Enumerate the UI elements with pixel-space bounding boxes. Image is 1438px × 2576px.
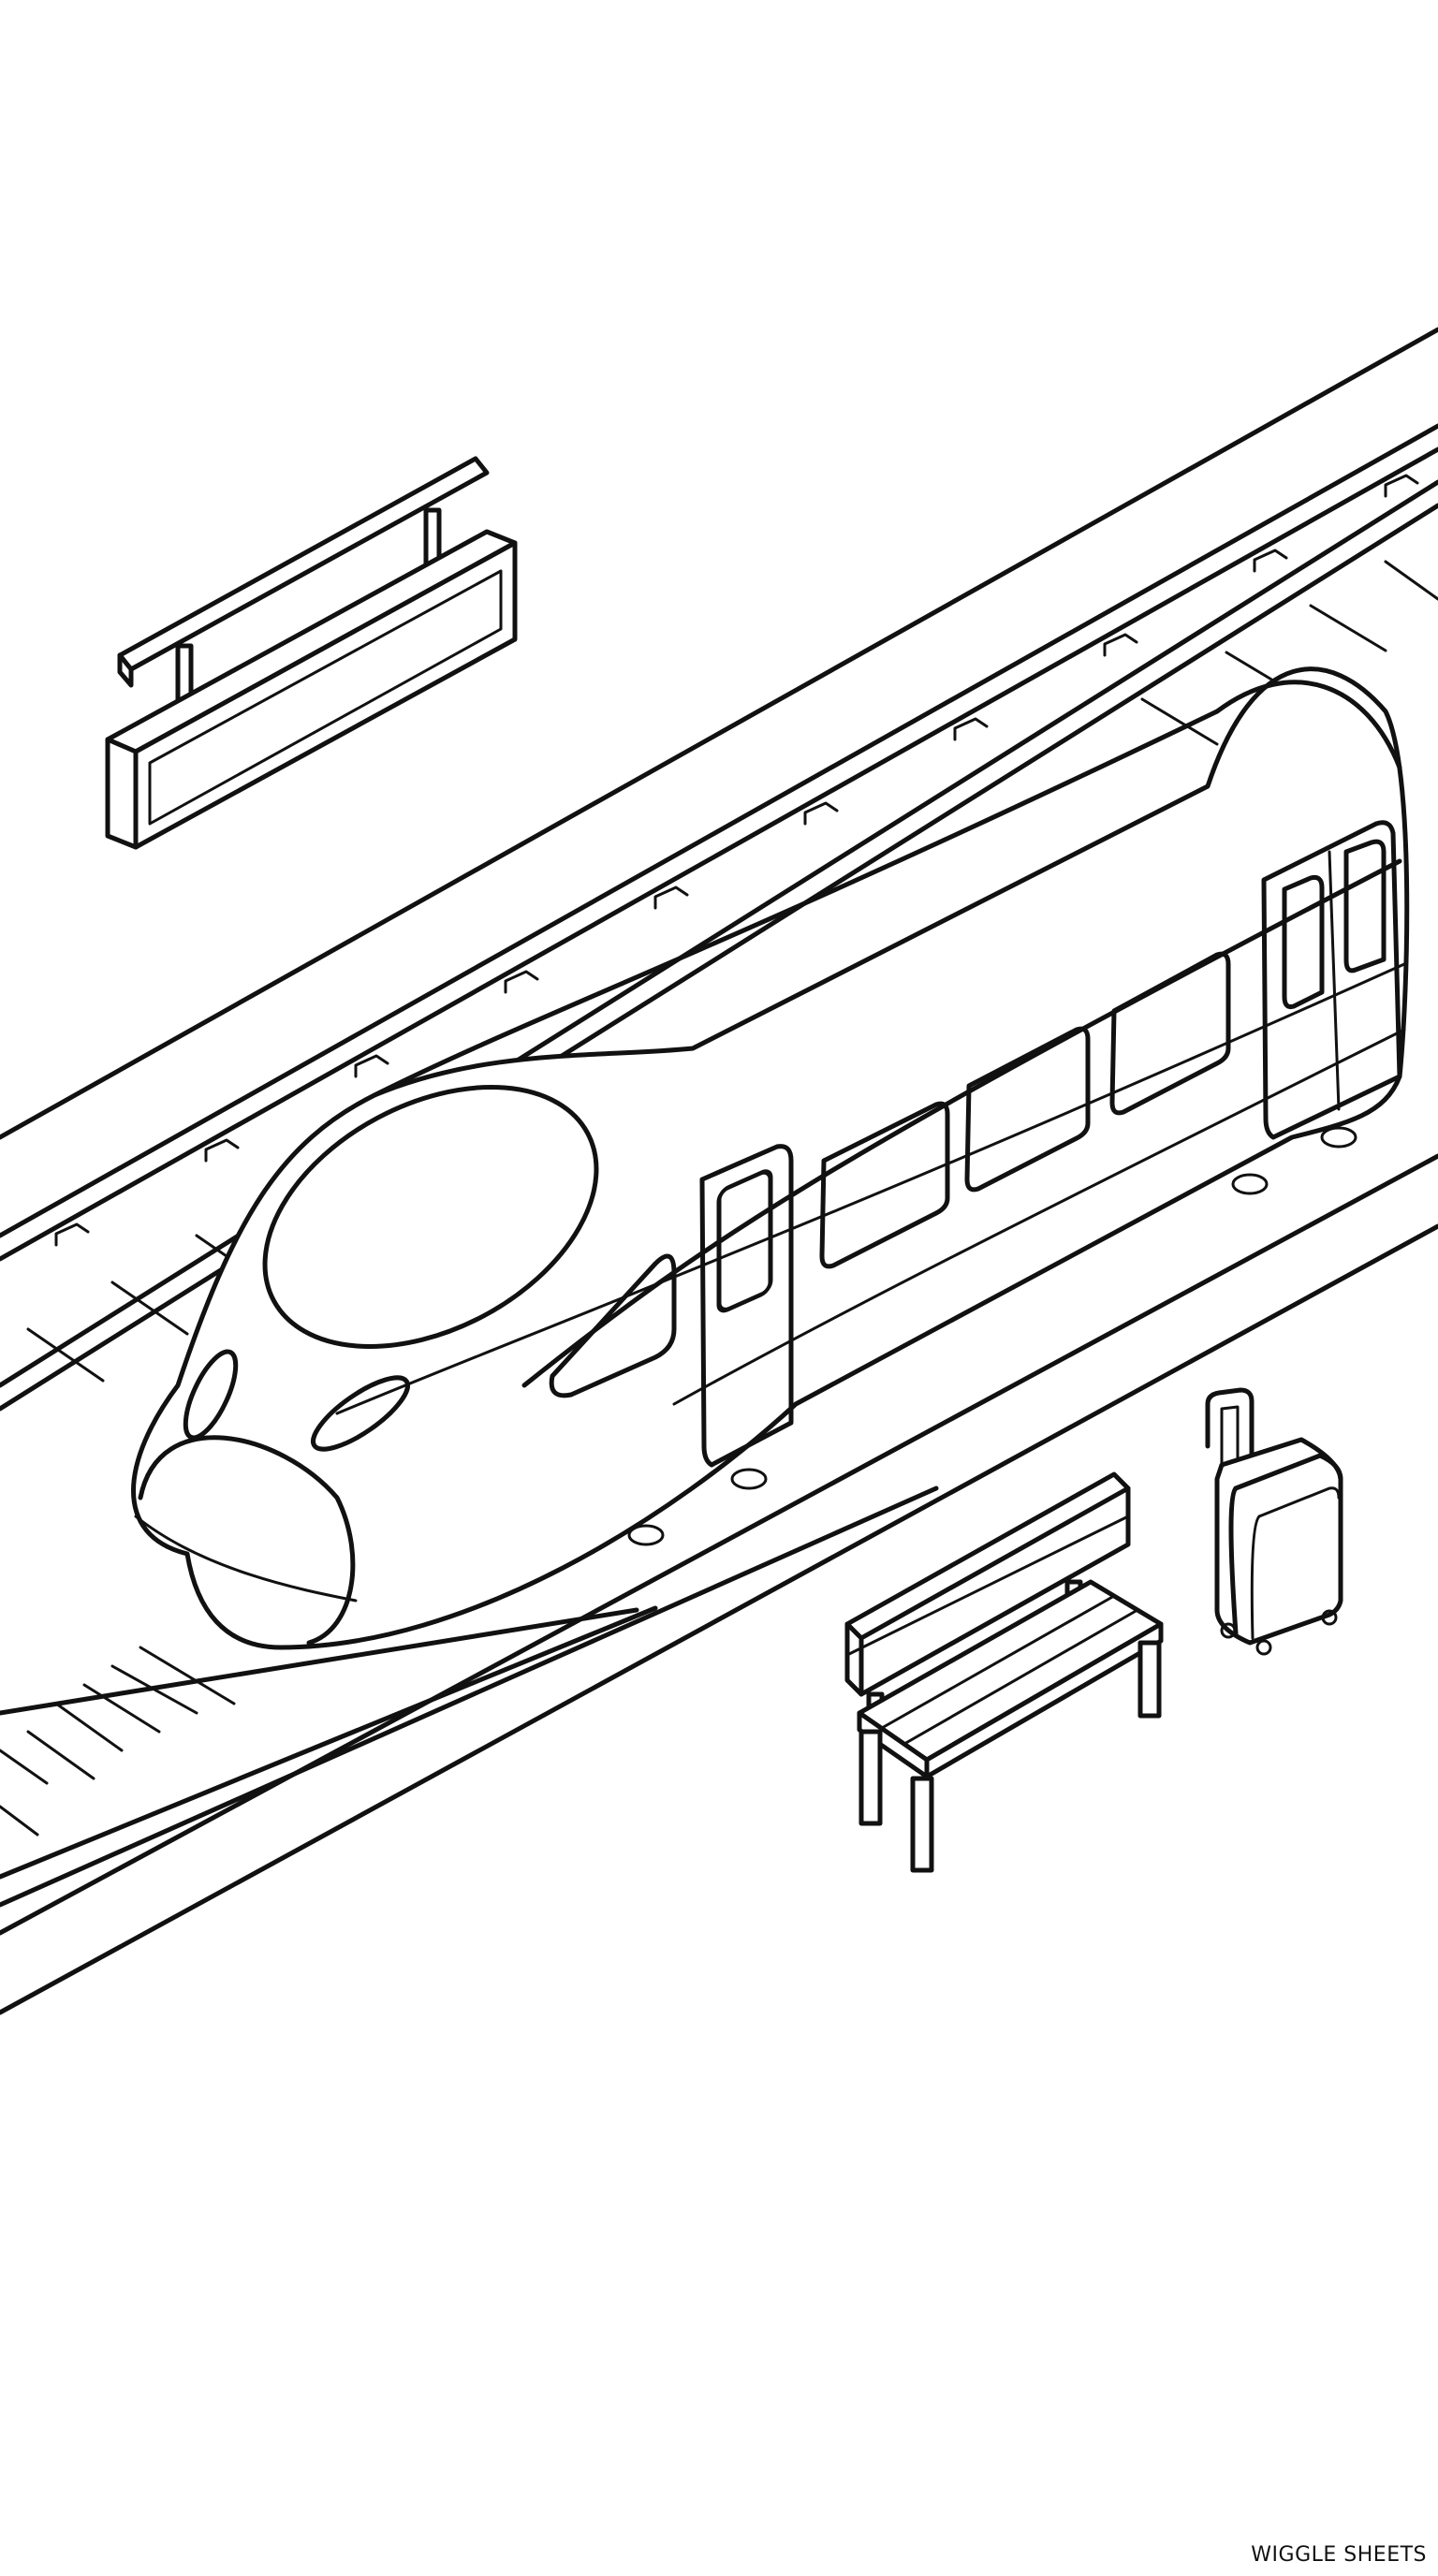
door-front-window [716,1169,773,1313]
lower-track [0,1153,1438,2015]
bullet-train [131,666,1410,1650]
station-sign [105,456,518,850]
door-rear [1261,820,1402,1140]
brand-watermark: WIGGLE SHEETS [1251,2543,1427,2567]
headlight-left [183,1349,239,1441]
bench [844,1471,1164,1873]
sign-face [148,569,503,826]
headlight-right [311,1375,410,1452]
door-front [699,1144,794,1468]
suitcase-wheels [1220,1609,1338,1656]
cockpit-window [262,1084,599,1350]
front-side-window [549,1253,677,1398]
passenger-windows [819,951,1231,1269]
train-wheels [627,1126,1357,1546]
suitcase [1205,1387,1343,1656]
